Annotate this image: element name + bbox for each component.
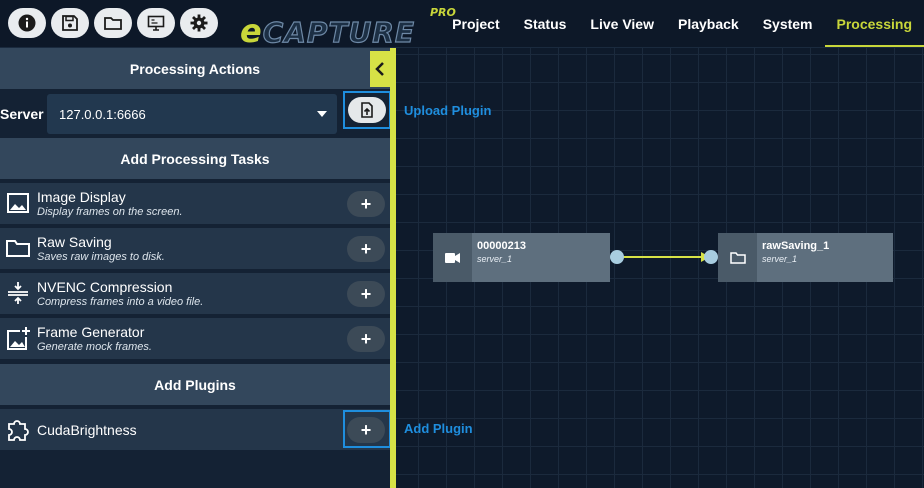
save-button[interactable] — [51, 8, 89, 38]
chevron-left-icon — [375, 62, 384, 76]
task-raw-saving: Raw Saving Saves raw images to disk. + — [0, 228, 390, 269]
image-add-icon — [7, 327, 30, 350]
file-upload-icon — [361, 102, 373, 118]
server-label: Server — [0, 106, 44, 122]
upload-plugin-annotation: Upload Plugin — [404, 103, 492, 118]
plugin-title: CudaBrightness — [37, 422, 137, 438]
plus-icon: + — [360, 194, 372, 214]
node-raw-saving[interactable]: rawSaving_1 server_1 — [718, 233, 893, 282]
add-plugin-highlight — [343, 410, 391, 448]
plus-icon: + — [360, 420, 372, 440]
task-nvenc-compression: NVENC Compression Compress frames into a… — [0, 273, 390, 314]
add-image-display-button[interactable]: + — [347, 191, 385, 217]
compress-icon — [8, 282, 28, 304]
add-plugins-title: Add Plugins — [0, 364, 390, 405]
tab-status[interactable]: Status — [523, 15, 567, 32]
ecapture-logo: eCAPTURE PRO — [240, 6, 462, 50]
task-description: Compress frames into a video file. — [37, 296, 204, 308]
task-description: Display frames on the screen. — [37, 206, 183, 218]
node-server: server_1 — [762, 254, 798, 264]
pipeline-canvas[interactable]: Upload Plugin Add Plugin 00000213 server… — [396, 48, 924, 488]
server-select-value: 127.0.0.1:6666 — [59, 106, 146, 122]
panel-splitter[interactable] — [390, 48, 396, 488]
node-server: server_1 — [477, 254, 513, 264]
task-description: Generate mock frames. — [37, 341, 152, 353]
plus-icon: + — [360, 284, 372, 304]
monitor-button[interactable] — [137, 8, 175, 38]
upload-plugin-button[interactable] — [348, 97, 386, 123]
input-port[interactable] — [704, 250, 718, 264]
processing-actions-title: Processing Actions — [0, 48, 390, 89]
add-raw-saving-button[interactable]: + — [347, 236, 385, 262]
task-title: Frame Generator — [37, 324, 145, 340]
pipeline-edges — [610, 250, 718, 264]
logo-prefix: e — [240, 12, 263, 50]
folder-icon — [718, 233, 757, 282]
tab-system[interactable]: System — [762, 15, 813, 32]
node-title: rawSaving_1 — [762, 240, 830, 252]
tab-project[interactable]: Project — [452, 15, 500, 32]
plus-icon: + — [360, 239, 372, 259]
tab-processing[interactable]: Processing — [824, 0, 924, 47]
monitor-icon — [147, 15, 165, 31]
node-camera-source[interactable]: 00000213 server_1 — [433, 233, 610, 282]
output-port[interactable] — [610, 250, 624, 264]
add-processing-tasks-title: Add Processing Tasks — [0, 138, 390, 179]
add-nvenc-compression-button[interactable]: + — [347, 281, 385, 307]
settings-button[interactable] — [180, 8, 218, 38]
gear-icon — [190, 14, 208, 32]
main-nav: Project Status Live View Playback System… — [440, 0, 924, 47]
task-title: NVENC Compression — [37, 279, 173, 295]
folder-icon — [104, 17, 122, 30]
chevron-down-icon — [317, 111, 327, 117]
server-row: Server 127.0.0.1:6666 — [0, 89, 391, 137]
logo-text: CAPTURE — [262, 15, 415, 49]
task-title: Raw Saving — [37, 234, 112, 250]
processing-sidebar: Processing Actions Server 127.0.0.1:6666… — [0, 48, 391, 488]
task-title: Image Display — [37, 189, 126, 205]
server-select[interactable]: 127.0.0.1:6666 — [47, 94, 337, 134]
open-folder-button[interactable] — [94, 8, 132, 38]
task-frame-generator: Frame Generator Generate mock frames. + — [0, 318, 390, 359]
tab-live-view[interactable]: Live View — [590, 15, 654, 32]
top-header: eCAPTURE PRO Project Status Live View Pl… — [0, 0, 924, 50]
task-image-display: Image Display Display frames on the scre… — [0, 183, 390, 224]
logo-pro-badge: PRO — [430, 6, 456, 19]
info-icon — [18, 14, 36, 32]
folder-icon — [6, 240, 30, 257]
image-icon — [7, 193, 29, 213]
plus-icon: + — [360, 329, 372, 349]
info-button[interactable] — [8, 8, 46, 38]
tab-playback[interactable]: Playback — [677, 15, 739, 32]
node-title: 00000213 — [477, 240, 526, 252]
plugin-cuda-brightness: CudaBrightness + — [0, 409, 390, 450]
collapse-sidebar-button[interactable] — [370, 51, 390, 87]
add-cuda-brightness-button[interactable]: + — [347, 417, 385, 443]
camera-icon — [433, 233, 472, 282]
save-icon — [62, 15, 78, 31]
task-description: Saves raw images to disk. — [37, 251, 165, 263]
add-plugin-annotation: Add Plugin — [404, 421, 473, 436]
add-frame-generator-button[interactable]: + — [347, 326, 385, 352]
puzzle-icon — [8, 420, 29, 441]
